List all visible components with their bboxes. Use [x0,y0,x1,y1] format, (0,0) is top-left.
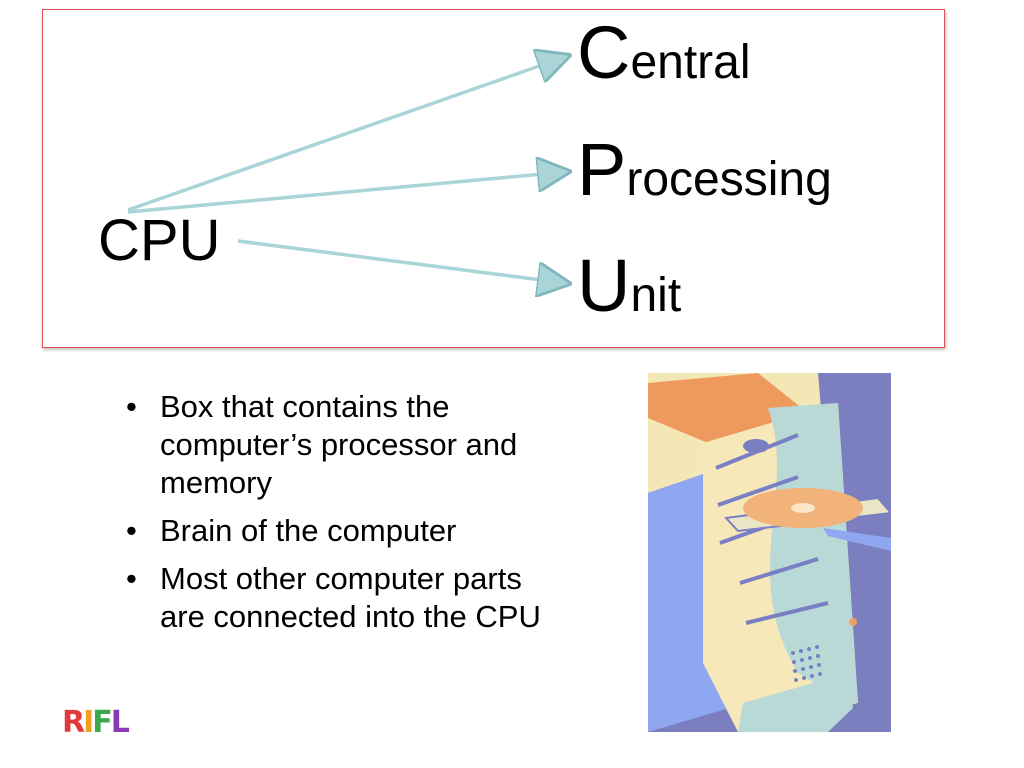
word-central-initial: C [577,11,631,94]
bullet-item: • Most other computer parts are connecte… [118,560,558,636]
word-central: Central [577,16,751,90]
arrow-to-unit [237,239,565,283]
bullet-list: • Box that contains the computer’s proce… [118,388,558,646]
bullet-marker: • [126,389,137,424]
logo-letter: F [92,705,112,740]
arrow-to-processing [127,172,565,214]
bullet-marker: • [126,561,137,596]
cpu-acronym: CPU [98,208,221,273]
computer-tower-icon [648,373,891,732]
word-processing: Processing [577,133,832,207]
bullet-marker: • [126,513,137,548]
word-unit-rest: nit [630,269,682,322]
word-unit-initial: U [577,244,631,327]
bullet-text: Box that contains the computer’s process… [160,389,518,500]
bullet-text: Brain of the computer [160,513,457,548]
arrow-to-central [127,57,565,212]
logo-letter: L [110,705,130,740]
word-processing-initial: P [577,128,627,211]
bullet-item: • Brain of the computer [118,512,558,550]
word-central-rest: entral [630,36,751,89]
rifl-logo: RIFL [62,705,130,740]
bullet-item: • Box that contains the computer’s proce… [118,388,558,502]
bullet-text: Most other computer parts are connected … [160,561,541,634]
word-unit: Unit [577,249,681,323]
logo-letter: I [83,705,94,740]
word-processing-rest: rocessing [626,153,832,206]
logo-letter: R [62,705,85,740]
